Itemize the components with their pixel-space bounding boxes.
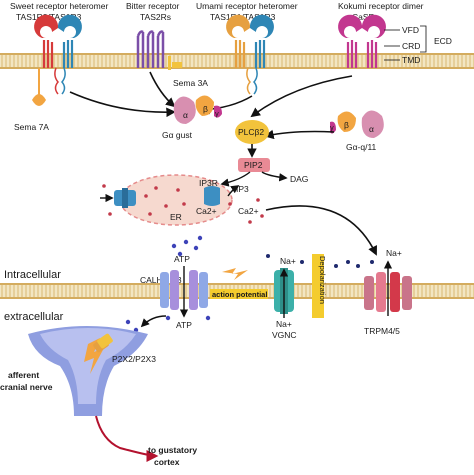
bitter-receptor-subunits: TAS2Rs xyxy=(140,12,171,22)
afferent-nerve: P2X2/P2X3 afferent cranial nerve xyxy=(0,326,156,416)
svg-text:β: β xyxy=(344,120,349,130)
svg-text:β: β xyxy=(203,104,208,114)
nerve-label-line2: cranial nerve xyxy=(0,382,53,392)
svg-text:γ: γ xyxy=(330,123,334,132)
kokumi-receptor-title: Kokumi receptor dimer xyxy=(338,1,424,11)
vgnc-na-in-label: Na+ xyxy=(280,256,296,266)
ip3r-label: IP3R xyxy=(199,178,218,188)
depolarization-label: Depolarization xyxy=(318,256,327,304)
intracellular-label: Intracellular xyxy=(4,269,61,281)
svg-text:α: α xyxy=(183,110,188,120)
sema7a-protein: Sema 7A xyxy=(14,68,49,132)
kokumi-receptor-subunits: CaSR xyxy=(352,12,375,22)
vgnc-na-out-label: Na+ xyxy=(276,319,292,329)
p2x-receptor xyxy=(93,333,113,353)
gq-label: Gα-q/11 xyxy=(346,142,377,152)
casr-vfd-label: VFD xyxy=(402,25,419,35)
calhm-channel: CALHM1/3 ATP ATP xyxy=(140,254,208,330)
atp-out-label: ATP xyxy=(176,320,192,330)
plcb2: PLCβ2 xyxy=(235,120,269,158)
kokumi-receptor: Kokumi receptor dimer CaSR VFD CRD TMD E… xyxy=(338,1,452,68)
trpm-label: TRPM4/5 xyxy=(364,326,400,336)
pip2: PIP2 DAG IP3 xyxy=(220,158,308,194)
action-potential-bolt: action potential xyxy=(210,268,268,299)
umami-receptor: Umami receptor heteromer TAS1R1/TAS1R3 xyxy=(196,1,298,95)
atp-in-label: ATP xyxy=(174,254,190,264)
extracellular-label: extracellular xyxy=(4,311,64,323)
sema3a-label: Sema 3A xyxy=(173,78,208,88)
sweet-receptor-title: Sweet receptor heteromer xyxy=(10,1,108,11)
sodium-ions xyxy=(266,254,374,268)
cyto-ca-label: Ca2+ xyxy=(238,206,259,216)
casr-crd-label: CRD xyxy=(402,41,420,51)
er-label: ER xyxy=(170,212,182,222)
galpha-gust: α β γ Gα gust xyxy=(162,95,222,140)
svg-text:α: α xyxy=(369,124,374,134)
svg-text:PIP2: PIP2 xyxy=(244,160,263,170)
calcium-ions xyxy=(102,184,264,224)
ip3-label: IP3 xyxy=(236,184,249,194)
casr-ecd-label: ECD xyxy=(434,36,452,46)
er-ca-label: Ca2+ xyxy=(196,206,217,216)
bitter-receptor-title: Bitter receptor xyxy=(126,1,180,11)
cortex-label-line1: to gustatory xyxy=(148,445,197,455)
umami-receptor-title: Umami receptor heteromer xyxy=(196,1,298,11)
ggust-label: Gα gust xyxy=(162,130,193,140)
sweet-receptor: Sweet receptor heteromer TAS1R2/TAS1R3 xyxy=(10,1,108,95)
trpm-na-label: Na+ xyxy=(386,248,402,258)
dag-label: DAG xyxy=(290,174,308,184)
trpm-channel: Na+ TRPM4/5 xyxy=(364,248,412,336)
action-potential-label: action potential xyxy=(212,290,267,299)
svg-text:γ: γ xyxy=(215,109,219,118)
endoplasmic-reticulum: ER IP3R Ca2+ Ca2+ xyxy=(100,174,259,226)
atp-molecules xyxy=(125,235,211,333)
casr-tmd-label: TMD xyxy=(402,55,420,65)
bitter-receptor: Bitter receptor TAS2Rs Sema 3A xyxy=(126,1,208,88)
sema7a-label: Sema 7A xyxy=(14,122,49,132)
depolarization-box: Depolarization xyxy=(312,254,327,318)
nerve-label-line1: afferent xyxy=(8,370,39,380)
galpha-q11: β γ α Gα-q/11 xyxy=(330,110,384,152)
svg-text:PLCβ2: PLCβ2 xyxy=(238,127,264,137)
vgnc-channel: Na+ Na+ VGNC xyxy=(272,256,297,340)
vgnc-label: VGNC xyxy=(272,330,297,340)
p2x-label: P2X2/P2X3 xyxy=(112,354,156,364)
cortex-label-line2: cortex xyxy=(154,457,180,467)
